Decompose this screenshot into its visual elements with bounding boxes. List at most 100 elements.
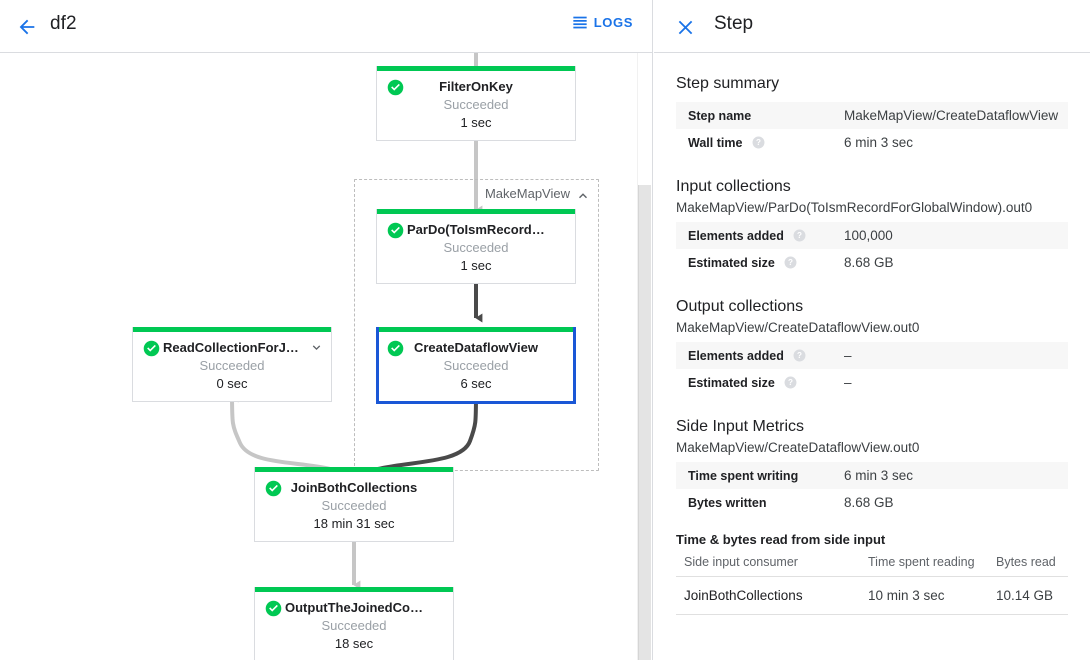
- side-input-collection-name: MakeMapView/CreateDataflowView.out0: [676, 440, 920, 455]
- node-title: ParDo(ToIsmRecordFor…: [407, 222, 566, 237]
- node-body: JoinBothCollections Succeeded 18 min 31 …: [255, 472, 453, 541]
- row-key: Step name: [688, 108, 752, 123]
- row-value: –: [844, 375, 852, 390]
- node-status: Succeeded: [443, 240, 509, 255]
- cell-time: 10 min 3 sec: [860, 576, 988, 615]
- check-circle-icon: [387, 222, 404, 239]
- table-row: Estimated size ? 8.68 GB: [676, 249, 1068, 276]
- arrow-back-icon[interactable]: [10, 10, 44, 44]
- node-time: 18 sec: [334, 636, 374, 651]
- panel-title: Step: [714, 13, 754, 34]
- row-key: Estimated size ?: [676, 369, 844, 396]
- table-row[interactable]: JoinBothCollections 10 min 3 sec 10.14 G…: [676, 576, 1068, 615]
- row-key: Bytes written: [688, 495, 767, 510]
- row-value: MakeMapView/CreateDataflowView: [844, 108, 1059, 123]
- row-key: Time spent writing: [688, 468, 799, 483]
- row-key: Wall time ?: [676, 129, 844, 156]
- graph-node-outputthejoinedcollection[interactable]: OutputTheJoinedCollec… Succeeded 18 sec: [254, 587, 454, 660]
- side-input-read-heading: Time & bytes read from side input: [676, 532, 886, 547]
- graph-node-createdataflowview[interactable]: CreateDataflowView Succeeded 6 sec: [376, 327, 576, 404]
- row-key-label: Estimated size: [688, 255, 775, 270]
- step-details-panel: Step Step summary Step name MakeMapView/…: [654, 0, 1090, 660]
- table-row: Time spent writing 6 min 3 sec: [676, 462, 1068, 489]
- table-row: Wall time ? 6 min 3 sec: [676, 129, 1068, 156]
- svg-text:?: ?: [797, 231, 802, 240]
- column-header-bytes: Bytes read: [988, 551, 1068, 577]
- help-icon[interactable]: ?: [752, 136, 765, 149]
- side-input-read-table: Side input consumer Time spent reading B…: [676, 551, 1068, 615]
- chevron-up-icon[interactable]: [576, 189, 590, 203]
- row-key: Elements added ?: [676, 342, 844, 369]
- output-collections-heading: Output collections: [676, 298, 804, 315]
- logs-list-icon: [572, 14, 588, 30]
- node-status-bar: [255, 587, 453, 592]
- node-title: ReadCollectionForJoin: [163, 340, 306, 355]
- graph-vertical-scrollbar[interactable]: [637, 53, 652, 660]
- svg-text:?: ?: [756, 138, 761, 147]
- graph-node-filteronkey[interactable]: FilterOnKey Succeeded 1 sec: [376, 66, 576, 141]
- cell-consumer: JoinBothCollections: [676, 576, 860, 615]
- node-status-bar: [377, 209, 575, 214]
- side-input-metrics-heading: Side Input Metrics: [676, 418, 805, 435]
- group-label: MakeMapView: [484, 186, 570, 201]
- group-box-makemapview[interactable]: MakeMapView: [354, 179, 599, 471]
- table-row: Step name MakeMapView/CreateDataflowView: [676, 102, 1068, 129]
- graph-node-joinbothcollections[interactable]: JoinBothCollections Succeeded 18 min 31 …: [254, 467, 454, 542]
- node-time: 6 sec: [460, 376, 492, 391]
- node-status: Succeeded: [199, 358, 265, 373]
- row-value: 8.68 GB: [844, 255, 894, 270]
- node-status-bar: [133, 327, 331, 332]
- help-icon[interactable]: ?: [784, 256, 797, 269]
- node-status: Succeeded: [321, 618, 387, 633]
- node-title: OutputTheJoinedCollec…: [285, 600, 445, 615]
- help-icon[interactable]: ?: [793, 349, 806, 362]
- node-body: ParDo(ToIsmRecordFor… Succeeded 1 sec: [377, 214, 575, 283]
- panel-body: Step summary Step name MakeMapView/Creat…: [654, 53, 1090, 615]
- logs-label: LOGS: [593, 14, 633, 30]
- svg-text:?: ?: [797, 351, 802, 360]
- node-status: Succeeded: [443, 97, 509, 112]
- row-value: 6 min 3 sec: [844, 468, 914, 483]
- output-collection-name: MakeMapView/CreateDataflowView.out0: [676, 320, 920, 335]
- row-key-label: Wall time: [688, 135, 743, 150]
- output-collections-table: Elements added ? – Estimated size: [676, 342, 1068, 396]
- help-icon[interactable]: ?: [793, 229, 806, 242]
- graph-node-pardo-toismrecordfor[interactable]: ParDo(ToIsmRecordFor… Succeeded 1 sec: [376, 209, 576, 284]
- check-circle-icon: [387, 79, 404, 96]
- table-row: Estimated size ? –: [676, 369, 1068, 396]
- logs-button[interactable]: LOGS: [572, 14, 633, 30]
- table-header-row: Side input consumer Time spent reading B…: [676, 551, 1068, 577]
- node-status: Succeeded: [321, 498, 387, 513]
- svg-text:?: ?: [788, 258, 793, 267]
- table-row: Elements added ? 100,000: [676, 222, 1068, 249]
- node-title: JoinBothCollections: [290, 480, 418, 495]
- node-status: Succeeded: [443, 358, 509, 373]
- check-circle-icon: [387, 340, 404, 357]
- node-time: 18 min 31 sec: [313, 516, 395, 531]
- side-input-metrics-table: Time spent writing 6 min 3 sec Bytes wri…: [676, 462, 1068, 516]
- chevron-down-icon[interactable]: [310, 341, 323, 354]
- row-key-label: Elements added: [688, 228, 784, 243]
- row-value: 100,000: [844, 228, 893, 243]
- svg-text:?: ?: [788, 378, 793, 387]
- node-body: CreateDataflowView Succeeded 6 sec: [379, 332, 573, 401]
- node-time: 1 sec: [460, 115, 492, 130]
- close-icon[interactable]: [668, 10, 702, 44]
- row-key: Elements added ?: [676, 222, 844, 249]
- node-time: 1 sec: [460, 258, 492, 273]
- input-collection-name: MakeMapView/ParDo(ToIsmRecordForGlobalWi…: [676, 200, 1033, 215]
- scrollbar-thumb[interactable]: [638, 185, 651, 660]
- step-summary-table: Step name MakeMapView/CreateDataflowView…: [676, 102, 1068, 156]
- top-toolbar: df2 LOGS: [0, 0, 652, 53]
- node-body: ReadCollectionForJoin Succeeded 0 sec: [133, 332, 331, 401]
- node-body: OutputTheJoinedCollec… Succeeded 18 sec: [255, 592, 453, 660]
- check-circle-icon: [265, 600, 282, 617]
- job-graph-canvas[interactable]: MakeMapView FilterO: [0, 53, 652, 660]
- help-icon[interactable]: ?: [784, 376, 797, 389]
- row-value: 8.68 GB: [844, 495, 894, 510]
- node-title: FilterOnKey: [439, 79, 513, 94]
- node-time: 0 sec: [216, 376, 248, 391]
- graph-node-readcollectionforjoin[interactable]: ReadCollectionForJoin Succeeded 0 sec: [132, 327, 332, 402]
- panel-header: Step: [654, 0, 1090, 53]
